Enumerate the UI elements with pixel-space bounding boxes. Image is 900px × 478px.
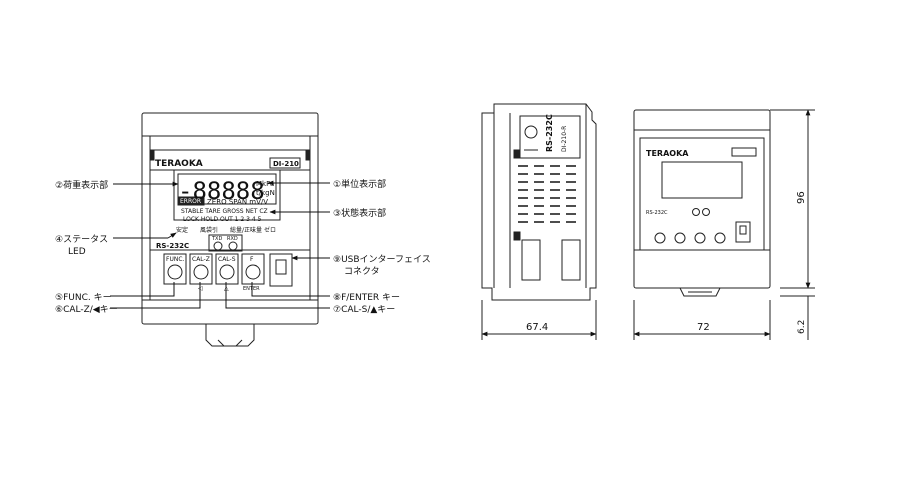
callout-status-led-1: ④ステータス	[55, 234, 108, 245]
right-view	[633, 109, 815, 340]
right-small-dimension: 6.2	[797, 320, 807, 334]
f-enter-key[interactable]: F ENTER	[241, 253, 265, 292]
callout-calz-key: ⑥CAL-Z/◀キー	[55, 305, 118, 315]
cal-s-key[interactable]: CAL-S △	[215, 253, 239, 292]
func-key[interactable]: FUNC.	[163, 253, 187, 285]
callout-status-led-2: LED	[68, 247, 86, 257]
txd-label: TXD	[211, 236, 222, 242]
status-row-3: LOCK HOLD OUT 1 2 3 4 5	[183, 216, 262, 223]
status-row-1: ZERO SPAN mV/V	[207, 198, 268, 206]
status-row-2: STABLE TARE GROSS NET CZ	[181, 208, 268, 215]
led-label-zero: ゼロ	[264, 226, 276, 234]
side-width-dimension: 67.4	[526, 322, 548, 333]
display-window	[173, 169, 281, 221]
callout-state-display: ③状態表示部	[333, 207, 386, 219]
usb-port	[275, 259, 287, 275]
cal-z-key[interactable]: CAL-Z ◁	[189, 253, 213, 292]
led-label-tare: 風袋引	[200, 226, 218, 234]
front-brand: TERAOKA	[155, 159, 203, 169]
func-key-label: FUNC.	[166, 256, 185, 263]
right-width-dimension: 72	[697, 322, 710, 333]
front-model: DI-210	[273, 160, 299, 168]
cal-z-key-label: CAL-Z	[192, 256, 210, 263]
callout-unit-display: ①単位表示部	[333, 178, 386, 190]
front-housing	[141, 112, 319, 325]
right-rs-label: RS-232C	[646, 210, 668, 216]
error-badge: ERROR	[180, 198, 201, 205]
right-brand: TERAOKA	[646, 149, 689, 158]
callout-usb-1: ⑨USBインターフェイス	[333, 254, 431, 265]
callout-usb-2: コネクタ	[344, 266, 380, 277]
weight-display-value: -88888	[178, 177, 265, 205]
callout-weight-display: ②荷重表示部	[55, 179, 108, 191]
led-label-gross-net: 総量/正味量	[230, 226, 262, 234]
txd-led	[213, 241, 223, 251]
side-vents	[518, 165, 576, 223]
right-height-dimension: 96	[796, 191, 807, 204]
side-model-label: DI-210-R	[561, 126, 568, 152]
front-rs232c-label: RS-232C	[156, 242, 189, 250]
callout-fenter-key: ⑧F/ENTER キー	[333, 293, 400, 303]
callout-func-key: ⑤FUNC. キー	[55, 293, 112, 303]
side-rs232c-label: RS-232C	[545, 114, 554, 152]
led-label-stable: 安定	[176, 226, 188, 234]
usb-port-frame	[269, 253, 293, 287]
rxd-led	[228, 241, 238, 251]
front-view	[141, 112, 319, 347]
cal-s-key-label: CAL-S	[218, 256, 236, 263]
rxd-label: RXD	[227, 236, 238, 242]
callout-lines	[110, 180, 330, 309]
unit-line-1: MkPa	[256, 180, 274, 188]
unit-line-2: t/kgN	[256, 189, 275, 197]
side-view	[481, 103, 597, 340]
callout-cals-key: ⑦CAL-S/▲キー	[333, 305, 395, 315]
f-enter-key-label: F	[250, 256, 254, 263]
